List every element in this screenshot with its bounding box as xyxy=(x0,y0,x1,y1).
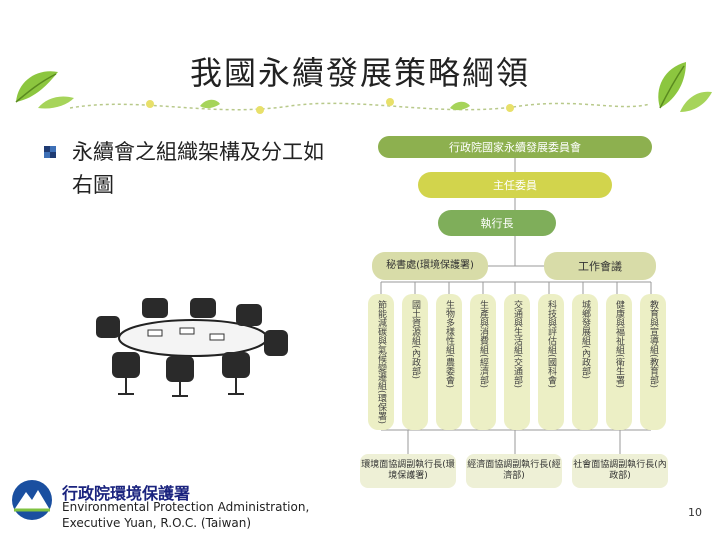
bullet-square-icon xyxy=(44,146,56,158)
org-group-4: 生產與消費組(經濟部) xyxy=(470,294,496,430)
org-chart-connectors xyxy=(380,158,652,454)
agency-name-zh: 行政院環境保護署 xyxy=(62,484,191,503)
epa-logo-icon xyxy=(12,480,52,520)
bullet-text: 永續會之組織架構及分工如右圖 xyxy=(72,140,324,197)
org-top-committee: 行政院國家永續發展委員會 xyxy=(378,136,652,158)
org-group-7: 城鄉發展組(內政部) xyxy=(572,294,598,430)
org-work-meeting: 工作會議 xyxy=(544,252,656,280)
leaf-decoration-left-icon xyxy=(15,71,74,109)
org-group-3: 生物多樣性組(農委會) xyxy=(436,294,462,430)
org-group-5: 交通與生活組(交通部) xyxy=(504,294,530,430)
leaf-decoration-right-icon xyxy=(658,62,712,112)
org-secretariat: 秘書處(環境保護署) xyxy=(372,252,488,280)
org-chair: 主任委員 xyxy=(418,172,612,198)
conference-table-illustration xyxy=(96,298,288,397)
agency-name-en-line2: Executive Yuan, R.O.C. (Taiwan) xyxy=(62,516,252,530)
org-deputy-economy: 經濟面協調副執行長(經濟部) xyxy=(466,454,562,488)
org-deputy-environment: 環境面協調副執行長(環境保護署) xyxy=(360,454,456,488)
vine-divider-icon xyxy=(69,98,651,114)
org-group-2: 國土資源組(內政部) xyxy=(402,294,428,430)
org-group-1: 節能減碳與氣候變遷組(環保署) xyxy=(368,294,394,430)
org-deputy-society: 社會面協調副執行長(內政部) xyxy=(572,454,668,488)
org-group-9: 教育與宣導組(教育部) xyxy=(640,294,666,430)
page-number: 10 xyxy=(688,506,702,519)
agency-name-en-line1: Environmental Protection Administration, xyxy=(62,500,310,514)
org-group-6: 科技與評估組(國科會) xyxy=(538,294,564,430)
org-group-8: 健康與福祉組(衛生署) xyxy=(606,294,632,430)
slide-title: 我國永續發展策略綱領 xyxy=(189,54,530,92)
org-ceo: 執行長 xyxy=(438,210,556,236)
